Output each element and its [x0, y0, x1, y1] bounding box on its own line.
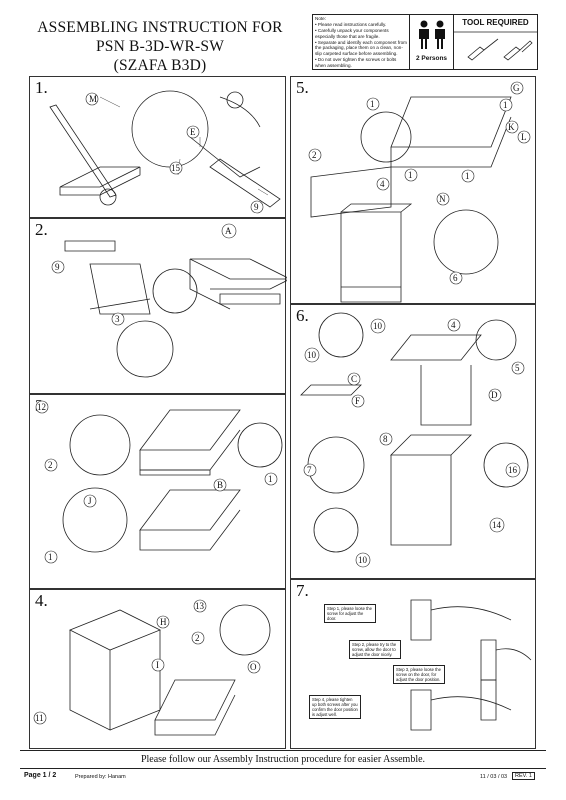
step6-label-10b: 10 [307, 350, 317, 360]
step-6-number: 6. [296, 306, 309, 325]
step6-label-4: 4 [451, 320, 456, 330]
screwdriver-icon [454, 31, 538, 61]
step-2-diagram: A 9 3 [51, 223, 287, 378]
title-line-2: PSN B-3D-WR-SW [95, 38, 225, 55]
step5-label-2: 2 [312, 150, 317, 160]
step-1-diagram: M E 15 9 [49, 90, 281, 214]
step5-label-1c: 1 [408, 170, 413, 180]
step5-label-1b: 1 [503, 100, 508, 110]
step6-label-16: 16 [508, 465, 518, 475]
notes-heading: Note: [315, 16, 326, 21]
step7-note-4: Step 4, please tighten up both screws af… [309, 695, 361, 719]
step-1-number: 1. [35, 78, 48, 97]
step-7-panel: 7. Step 1, please loose the screw for ad… [290, 579, 536, 749]
step5-label-4: 4 [380, 179, 385, 189]
step4-label-13: 13 [195, 601, 205, 611]
persons-label: 2 Persons [415, 55, 448, 62]
title-line-1: ASSEMBLING INSTRUCTION FOR [37, 19, 283, 36]
step1-label-E: E [190, 127, 196, 137]
page-number: Page 1 / 2 [24, 772, 57, 779]
note-3: • Separate and identify each component f… [315, 39, 408, 57]
step6-label-10: 10 [373, 321, 383, 331]
title-line-3: (SZAFA B3D) [113, 57, 207, 74]
step5-label-K: K [508, 122, 515, 132]
step2-label-9: 9 [55, 262, 60, 272]
step4-label-11: 11 [35, 713, 44, 723]
step-5-diagram: G 1 1 K L 2 4 1 1 N 6 [308, 81, 531, 303]
step3-label-2: 2 [48, 460, 53, 470]
step7-note-2: Step 2, please try to the screw, allow t… [349, 640, 401, 659]
footer-message: Please follow our Assembly Instruction p… [140, 754, 426, 765]
step4-label-2: 2 [195, 633, 200, 643]
step-7-number: 7. [296, 581, 309, 600]
step6-label-8: 8 [383, 434, 388, 444]
step2-label-3: 3 [115, 314, 120, 324]
step5-label-6: 6 [453, 273, 458, 283]
tools-box: TOOL REQUIRED [454, 14, 538, 70]
notes-box: Note: • Please read instructions careful… [312, 14, 410, 70]
step6-label-D: D [491, 390, 498, 400]
step-1-panel: 1. M E 15 9 [29, 76, 286, 218]
step6-label-C: C [351, 374, 357, 384]
date: 11 / 03 / 03 [480, 774, 508, 780]
tool-heading: TOOL REQUIRED [462, 18, 529, 27]
step-3-diagram: 12 2 B 1 J 1 [35, 400, 283, 564]
step4-label-O: O [250, 662, 257, 672]
footer-divider [20, 750, 546, 751]
step3-label-J: J [88, 496, 92, 506]
step-3-panel: 3. 12 2 B 1 J 1 [29, 394, 286, 589]
step-2-panel: 2. A 9 3 [29, 218, 287, 394]
step-6-diagram: 10 4 10 C F 5 D 8 7 16 14 10 [300, 312, 529, 568]
step1-label-15: 15 [171, 163, 181, 173]
step4-label-I: I [156, 660, 159, 670]
step7-note-3: Step 3, please loose the screw on the do… [393, 665, 445, 684]
two-persons-icon [418, 20, 445, 49]
step5-label-1d: 1 [465, 171, 470, 181]
step-7-diagram [410, 599, 532, 731]
step3-label-B: B [217, 480, 223, 490]
step-4-diagram: 13 H 2 I O 11 [33, 599, 271, 736]
step1-label-M: M [89, 94, 97, 104]
step6-label-7: 7 [307, 465, 312, 475]
step3-label-1b: 1 [48, 552, 53, 562]
step3-label-12: 12 [37, 402, 46, 412]
prepared-by: Prepared by: Hanam [75, 774, 126, 780]
step7-note-1: Step 1, please loose the screw for adjus… [324, 604, 376, 623]
step6-label-10c: 10 [358, 555, 368, 565]
step5-label-1: 1 [370, 99, 375, 109]
step-4-panel: 4. 13 H 2 I O 11 [29, 589, 286, 749]
step2-label-A: A [225, 226, 232, 236]
step1-label-9: 9 [254, 202, 259, 212]
step6-label-14: 14 [492, 520, 502, 530]
step-4-number: 4. [35, 591, 48, 610]
step5-label-L: L [521, 132, 527, 142]
step-2-number: 2. [35, 220, 48, 239]
note-1: • Please read instructions carefully. [315, 22, 387, 28]
step-5-number: 5. [296, 78, 309, 97]
note-4: • Do not over tighten the screws or bolt… [315, 57, 397, 68]
step5-label-N: N [439, 194, 446, 204]
revision: REV. 1 [512, 772, 535, 780]
step-5-panel: 5. G 1 1 K L 2 4 [290, 76, 536, 304]
note-2: • Carefully unpack your components espec… [315, 28, 389, 39]
step6-label-5: 5 [515, 363, 520, 373]
step4-label-H: H [160, 617, 167, 627]
step6-label-F: F [355, 396, 360, 406]
persons-box: 2 Persons [410, 14, 454, 70]
step5-label-G: G [513, 83, 520, 93]
footer-divider-2 [20, 768, 546, 769]
step3-label-1: 1 [268, 474, 273, 484]
step-6-panel: 6. 10 4 10 [290, 304, 536, 579]
